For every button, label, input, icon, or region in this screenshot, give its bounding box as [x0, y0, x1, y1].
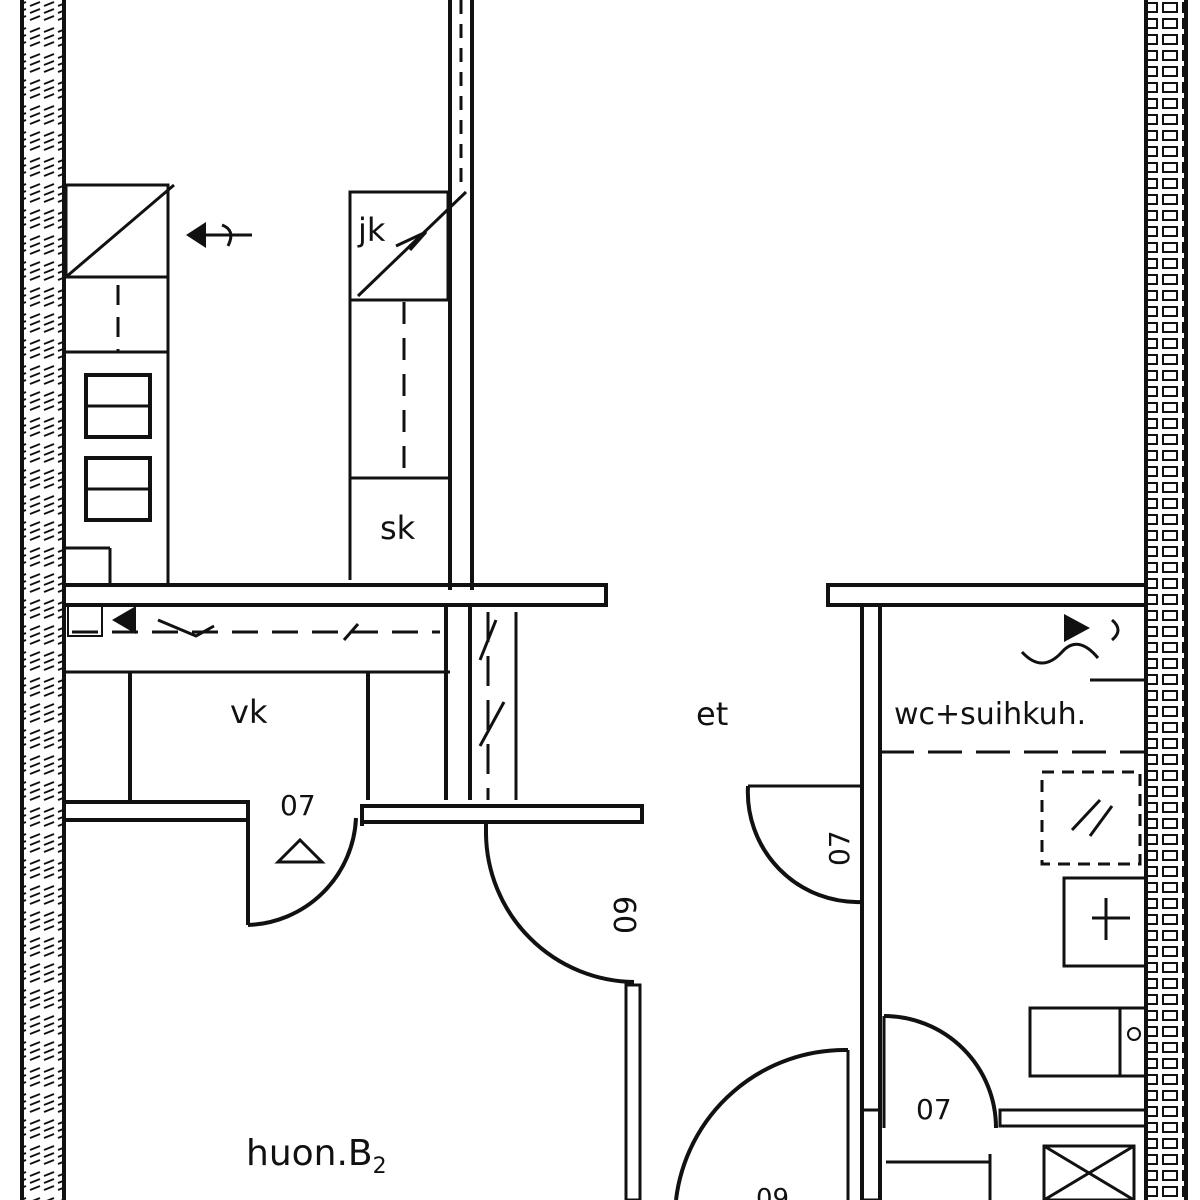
bedroom-top-wall: [62, 800, 644, 1200]
right-exterior-wall: [1144, 0, 1188, 1200]
lower-door: [882, 1014, 998, 1129]
bathroom-door: [745, 784, 863, 905]
bathroom-walls: [860, 605, 1148, 1200]
door-width-bedroom: 09: [609, 895, 644, 934]
partial-door: [674, 1047, 850, 1200]
closet-structure: [64, 605, 518, 800]
left-exterior-wall: [20, 0, 66, 1200]
sink: [1062, 876, 1148, 968]
room-label-bedroom-text: huon.B: [246, 1133, 373, 1174]
toilet: [1028, 1006, 1148, 1078]
door-width-lower: 07: [916, 1093, 952, 1126]
room-label-bedroom: huon.B2: [246, 1136, 387, 1178]
shower-arrow-icon: [1020, 614, 1120, 665]
room-label-bedroom-subscript: 2: [372, 1154, 387, 1180]
cabinet-label-sk: sk: [380, 509, 416, 547]
room-label-closet: vk: [230, 693, 268, 731]
door-width-bathroom: 07: [823, 830, 856, 866]
left-kitchen-counter: [64, 183, 175, 585]
room-label-bathroom: wc+suihkuh.: [894, 697, 1087, 732]
room-label-hallway: et: [696, 695, 729, 733]
door-width-closet: 07: [280, 789, 316, 822]
closet-arrow-icon: [67, 605, 136, 637]
bedroom-door: [484, 822, 635, 984]
closet-door: [247, 817, 358, 927]
cabinet-label-jk: jk: [358, 211, 386, 249]
bottom-right-cabinet: [886, 1144, 1136, 1200]
central-partition-wall: [62, 583, 1148, 607]
door-width-partial: 09: [756, 1184, 790, 1200]
left-counter-arrow-icon: [186, 222, 252, 248]
shower-area: [1040, 770, 1142, 866]
right-kitchen-counter: [348, 190, 468, 580]
kitchen-partition-wall: [448, 0, 474, 590]
